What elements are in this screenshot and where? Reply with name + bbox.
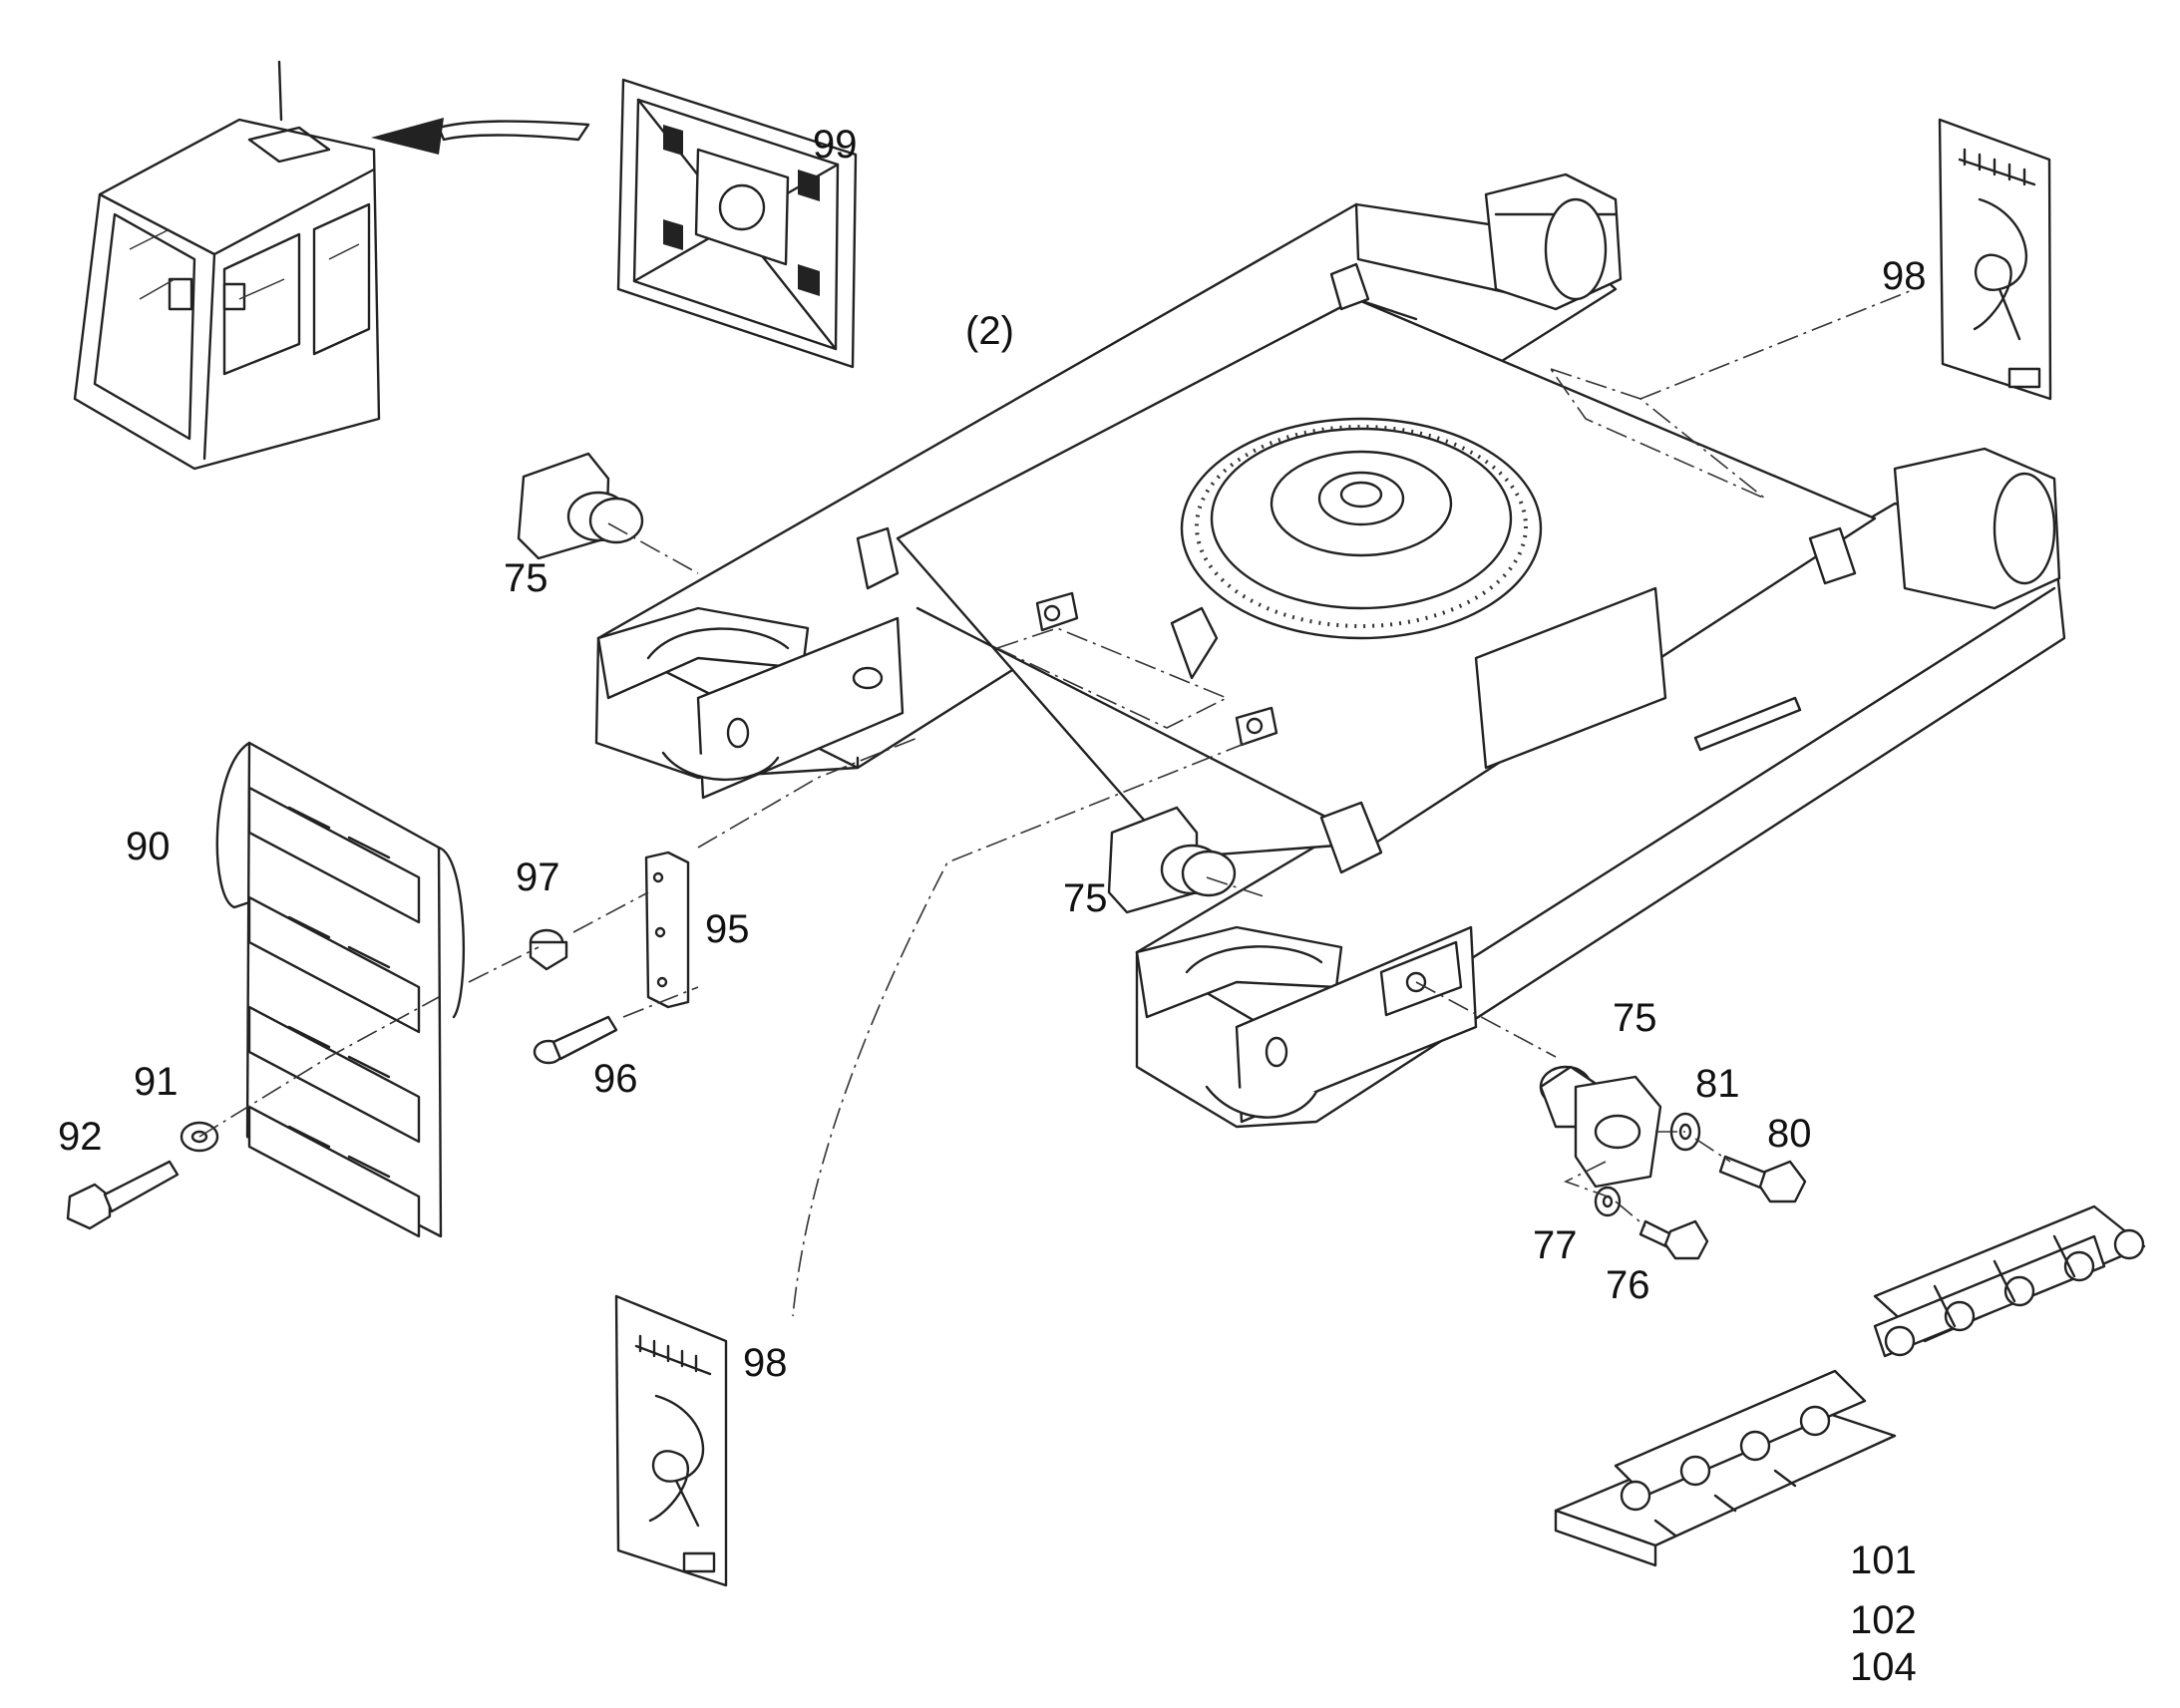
leader-lines xyxy=(198,288,1916,1317)
bolt-92 xyxy=(66,1160,180,1230)
label-99: 99 xyxy=(813,123,858,167)
label-91: 91 xyxy=(134,1060,179,1104)
decal-99 xyxy=(616,78,858,369)
operator-cab xyxy=(73,60,381,471)
label-77: 77 xyxy=(1533,1223,1578,1267)
bolt-80 xyxy=(1718,1155,1807,1203)
bolt-76 xyxy=(1638,1219,1709,1260)
callout-labels: 99 (2) 98 75 90 97 95 75 75 81 80 91 96 … xyxy=(58,123,1927,1689)
label-81: 81 xyxy=(1695,1062,1740,1106)
label-75-lower: 75 xyxy=(1613,996,1657,1040)
label-104: 104 xyxy=(1850,1645,1917,1689)
pivot-pin-75b xyxy=(1107,806,1237,914)
pivot-pin-75a xyxy=(517,452,644,560)
label-75-upper: 75 xyxy=(504,556,548,600)
decal-98-bottom xyxy=(614,1294,728,1587)
label-90: 90 xyxy=(126,825,171,868)
label-96: 96 xyxy=(593,1057,638,1101)
label-80: 80 xyxy=(1767,1112,1812,1156)
label-98-bottom: 98 xyxy=(743,1341,788,1385)
arrow-to-cab xyxy=(371,118,590,155)
plate-95 xyxy=(644,851,690,1009)
spacer-97 xyxy=(529,928,568,971)
label-101: 101 xyxy=(1850,1538,1917,1582)
bolt-96 xyxy=(533,1015,618,1065)
washer-81 xyxy=(1669,1112,1701,1152)
track-chain-upper xyxy=(1873,1204,2146,1358)
label-97: 97 xyxy=(516,855,560,899)
label-75-middle: 75 xyxy=(1063,876,1108,920)
pivot-pin-75c xyxy=(1539,1065,1662,1189)
label-102: 102 xyxy=(1850,1598,1917,1642)
decal-98-right xyxy=(1938,118,2052,401)
step-ladder-90 xyxy=(215,741,466,1238)
label-95: 95 xyxy=(705,907,750,951)
label-98-right: 98 xyxy=(1882,254,1927,298)
label-92: 92 xyxy=(58,1115,103,1159)
undercarriage-frame xyxy=(594,172,2066,1129)
label-76: 76 xyxy=(1606,1263,1650,1307)
label-qty: (2) xyxy=(965,309,1014,353)
track-chain-lower xyxy=(1554,1369,1897,1567)
